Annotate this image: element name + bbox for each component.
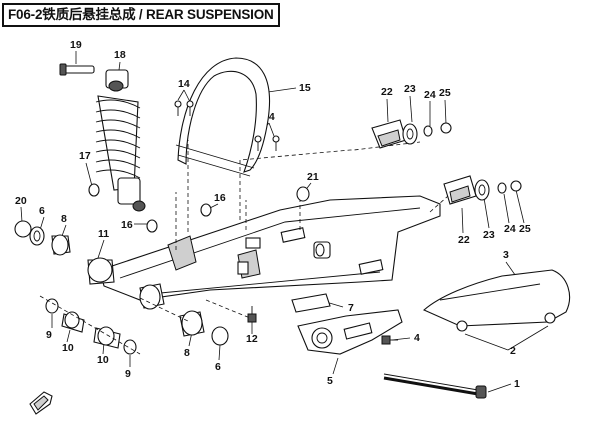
callout-19: 19 [70, 39, 82, 51]
chain-adjuster-bottom [443, 175, 522, 205]
callout-25: 25 [519, 223, 531, 235]
callout-1: 1 [514, 378, 520, 390]
chain-adjuster-top [371, 119, 452, 149]
callout-5: 5 [327, 375, 333, 387]
callout-21: 21 [307, 171, 319, 183]
lower-bushings [139, 283, 229, 346]
callout-6: 6 [215, 361, 221, 373]
bushing-21 [296, 186, 310, 202]
callout-18: 18 [114, 49, 126, 61]
callout-9: 9 [125, 368, 131, 380]
callout-23: 23 [404, 83, 416, 95]
callout-10: 10 [97, 354, 109, 366]
callout-10: 10 [62, 342, 74, 354]
callout-6: 6 [39, 205, 45, 217]
bolt-12 [247, 306, 257, 323]
callout-7: 7 [348, 302, 354, 314]
rear-shock-absorber [95, 69, 146, 212]
callout-3: 3 [503, 249, 509, 261]
callout-9: 9 [46, 329, 52, 341]
link-arm-5 [297, 309, 403, 355]
callout-14: 14 [178, 78, 190, 90]
front-direction-arrow-icon [29, 391, 53, 415]
shock-bolt-top [59, 63, 95, 76]
fender-bolts-14 [174, 100, 280, 151]
swingarm-frame [99, 195, 441, 301]
callout-16: 16 [214, 192, 226, 204]
dashed-guides [139, 140, 449, 323]
bottom-left-parts [39, 295, 141, 355]
callout-24: 24 [504, 223, 516, 235]
washer-17 [88, 183, 100, 197]
left-pivot-parts [14, 220, 115, 285]
swingarm-axle-1 [383, 373, 487, 399]
callout-8: 8 [61, 213, 67, 225]
bolt-4 [381, 335, 398, 345]
callout-25: 25 [439, 87, 451, 99]
clips-16 [146, 203, 212, 233]
callout-23: 23 [483, 229, 495, 241]
rear-fender [175, 57, 271, 177]
callout-16: 16 [121, 219, 133, 231]
chain-guard-3 [422, 269, 570, 332]
callout-24: 24 [424, 89, 436, 101]
callout-22: 22 [381, 86, 393, 98]
callout-labels: 19 18 17 14 14 15 22 23 24 25 21 16 16 2… [15, 39, 531, 390]
callout-20: 20 [15, 195, 27, 207]
callout-12: 12 [246, 333, 258, 345]
callout-2: 2 [510, 345, 516, 357]
callout-22: 22 [458, 234, 470, 246]
bushing-13 [313, 241, 331, 259]
callout-11: 11 [98, 228, 109, 240]
diagram-title: F06-2铁质后悬挂总成 / REAR SUSPENSION [2, 3, 280, 27]
callout-15: 15 [299, 82, 311, 94]
callout-17: 17 [79, 150, 91, 162]
callout-8: 8 [184, 347, 190, 359]
link-7 [291, 293, 331, 313]
callout-4: 4 [414, 332, 420, 344]
